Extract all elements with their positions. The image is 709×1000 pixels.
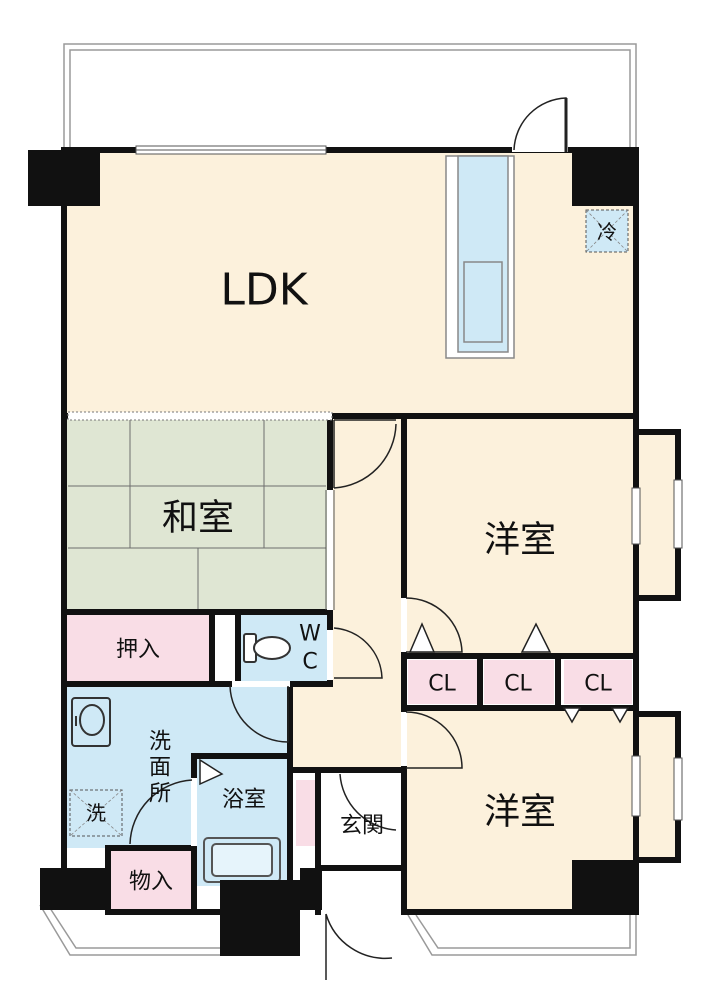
room-label-senmen-3: 所 (149, 782, 171, 807)
room-label-cl-2: CL (504, 672, 532, 697)
ldk-floor (64, 150, 636, 416)
room-label-cl-1: CL (428, 672, 456, 697)
room-label-wc-c: C (302, 650, 317, 675)
room-label-youshitsu-upper: 洋室 (484, 520, 556, 561)
cl-3-floor (564, 660, 632, 704)
room-label-oshiire: 押入 (116, 638, 160, 663)
room-label-youshitsu-lower: 洋室 (484, 792, 556, 833)
fridge-icon (585, 209, 629, 253)
bay-lower-floor (636, 714, 678, 860)
closet-door-markers (199, 622, 630, 786)
washitsu-floor (64, 416, 330, 612)
room-label-wc-w: W (299, 622, 321, 647)
balcony-bottom-left (39, 904, 222, 956)
windows (67, 145, 683, 821)
cl-2-floor (484, 660, 554, 704)
room-label-genkan: 玄関 (340, 814, 384, 839)
washer-icon (69, 789, 123, 837)
bay-upper-floor (636, 432, 678, 598)
cl-1-floor (408, 660, 478, 704)
washer-label: 洗 (86, 801, 106, 825)
shoe-box-floor (296, 780, 316, 846)
room-label-senmen-2: 面 (149, 756, 171, 781)
balcony-bottom-right (407, 914, 637, 956)
doors (129, 96, 568, 980)
room-label-yokushitsu: 浴室 (222, 788, 266, 813)
oshiire-floor (64, 612, 212, 684)
room-label-ldk: LDK (220, 265, 308, 316)
toilet-icon (243, 633, 291, 663)
balcony-top (63, 43, 637, 150)
bathtub-icon (203, 837, 281, 883)
room-label-cl-3: CL (584, 672, 612, 697)
room-label-monoire: 物入 (129, 870, 173, 895)
monoire-floor (108, 848, 194, 912)
room-label-senmen-1: 洗 (149, 730, 171, 755)
youshitsu-upper-floor (404, 416, 636, 656)
hall-lower-floor (290, 684, 404, 768)
kitchen-counter (445, 155, 515, 359)
wash-basin-icon (71, 697, 111, 747)
fridge-label: 冷 (597, 220, 617, 244)
pillars (28, 150, 638, 956)
genkan-floor (320, 772, 404, 868)
room-label-washitsu: 和室 (162, 498, 234, 539)
tatami-lines (68, 420, 326, 610)
